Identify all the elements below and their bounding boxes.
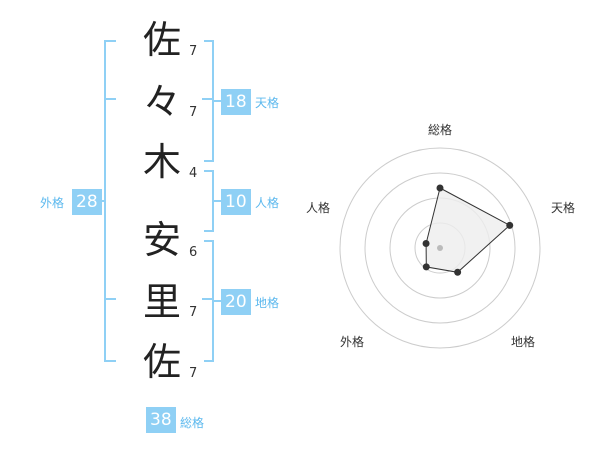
soukaku-value: 38 (146, 407, 176, 433)
radar-label-chikaku: 地格 (511, 334, 535, 349)
name-char-6: 佐 (142, 340, 181, 384)
radar-label-tenkaku: 天格 (551, 200, 575, 215)
stroke-count-3: 4 (189, 166, 198, 181)
chikaku-label: 地格 (255, 296, 280, 310)
jinkaku-label: 人格 (255, 196, 280, 210)
tenkaku-value: 18 (221, 89, 251, 115)
jinkaku-value: 10 (221, 189, 251, 215)
radar-label-gaikaku: 外格 (340, 334, 364, 349)
radar-point-0 (436, 184, 444, 192)
stroke-count-4: 6 (189, 245, 198, 260)
radar-point-1 (506, 221, 514, 229)
name-char-4: 安 (142, 218, 181, 262)
name-char-1: 佐 (142, 18, 181, 62)
name-char-3: 木 (142, 140, 181, 184)
radar-points (422, 184, 514, 276)
stroke-count-1: 7 (189, 44, 198, 59)
radar-label-soukaku: 総格 (428, 122, 452, 137)
radar-point-3 (422, 263, 430, 271)
tenkaku-bracket (204, 40, 214, 162)
gaikaku-bracket-tick (104, 98, 116, 100)
radar-polygon (425, 187, 511, 273)
chikaku-bracket-connector (214, 300, 222, 302)
tenkaku-bracket-tick (202, 98, 212, 100)
stroke-count-2: 7 (189, 105, 198, 120)
gaikaku-label: 外格 (40, 196, 65, 210)
radar-label-jinkaku: 人格 (306, 200, 330, 215)
radar-point-4 (422, 239, 430, 247)
name-char-2: 々 (142, 80, 181, 124)
tenkaku-label: 天格 (255, 96, 280, 110)
stroke-count-5: 7 (189, 305, 198, 320)
chikaku-value: 20 (221, 289, 251, 315)
tenkaku-bracket-connector (214, 100, 222, 102)
radar-ring (364, 172, 516, 324)
name-char-5: 里 (142, 280, 181, 324)
stroke-count-6: 7 (189, 366, 198, 381)
jinkaku-bracket (204, 170, 214, 232)
radar-center-dot (437, 245, 443, 251)
soukaku-label: 総格 (180, 416, 205, 430)
gaikaku-bracket-connector (98, 200, 106, 202)
chikaku-bracket-tick (202, 298, 212, 300)
chikaku-bracket (204, 240, 214, 362)
jinkaku-bracket-connector (214, 200, 222, 202)
gaikaku-value: 28 (72, 189, 102, 215)
radar-point-2 (454, 268, 462, 276)
radar-ring (339, 147, 541, 349)
gaikaku-bracket-tick (104, 298, 116, 300)
